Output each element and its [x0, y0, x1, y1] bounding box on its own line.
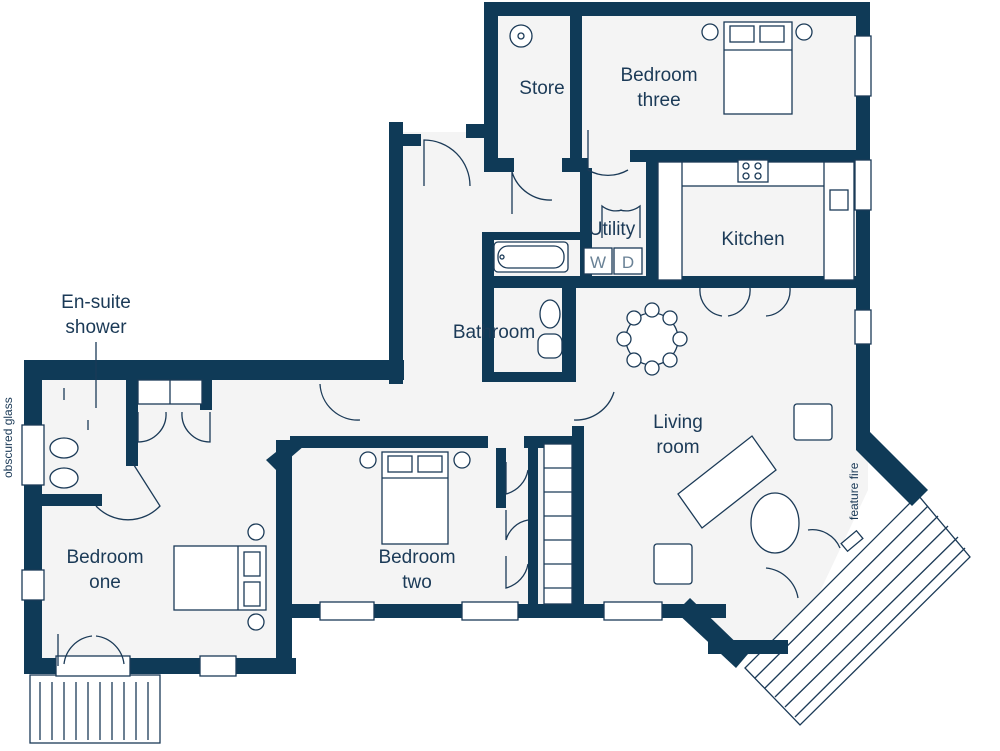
fireplace — [840, 529, 864, 553]
wardrobe-bedroom-two — [543, 443, 573, 605]
washer-label: W — [590, 253, 606, 272]
bed-bedroom-two — [359, 451, 471, 545]
kitchen-units — [657, 159, 855, 281]
living-room-label: Living room — [653, 412, 703, 458]
dining-table — [616, 302, 688, 376]
utility-label: Utility — [588, 219, 636, 240]
bed-bedroom-one — [173, 523, 267, 631]
bedroom-two-label: Bedroom two — [378, 547, 456, 593]
kitchen-label: Kitchen — [721, 229, 785, 250]
bedroom-one-label: Bedroom one — [66, 547, 144, 593]
ensuite-label: En-suite shower — [61, 292, 131, 338]
bathroom-label: Bathroom — [452, 322, 536, 343]
obscured-glass-label: obscured glass — [1, 397, 15, 478]
dryer-label: D — [622, 253, 634, 272]
bed-bedroom-three — [701, 21, 813, 115]
terrace-steps — [29, 674, 161, 744]
bedroom-three-label: Bedroom three — [620, 65, 698, 111]
washer-dryer — [583, 247, 643, 275]
living-furniture — [653, 403, 833, 585]
wardrobe-ensuite-passage — [137, 379, 203, 405]
store-label: Store — [519, 78, 565, 99]
windows — [21, 35, 872, 677]
store-boiler — [509, 24, 533, 48]
balcony — [744, 494, 971, 726]
doors — [57, 130, 841, 666]
bathroom-fixtures — [49, 241, 569, 489]
feature-fire-label: feature fire — [847, 462, 861, 520]
